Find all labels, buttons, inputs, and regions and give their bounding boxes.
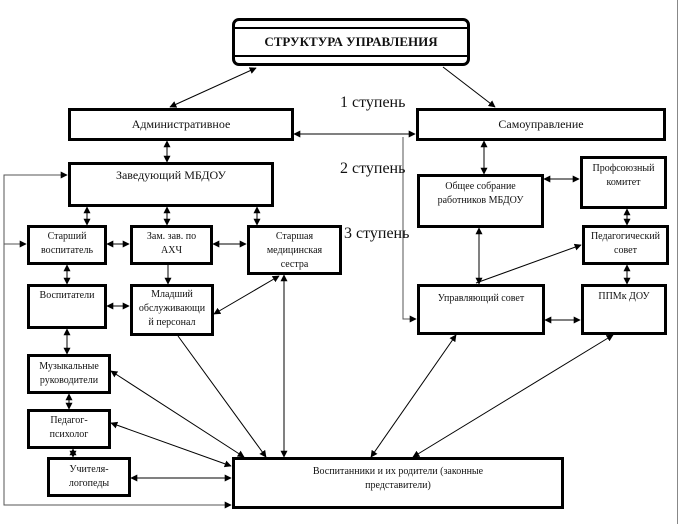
node-general-meeting: Общее собрание работников МБДОУ [417,174,544,228]
node-label: Заведующий МБДОУ [115,168,227,182]
edge-governing-pedcouncil [475,243,582,284]
stage-1-label: 1 ступень [340,94,406,111]
node-ppmk: ППМк ДОУ [581,284,667,335]
diagram-title: СТРУКТУРА УПРАВЛЕНИЯ [235,27,467,57]
node-label: обслуживающи [138,303,206,314]
node-label: совет [614,245,637,256]
node-senior-nurse: Старшая медицинская сестра [247,225,342,275]
node-label: Младший [151,289,193,300]
node-label: медицинская [266,245,323,256]
node-label: Зам. зав. по [146,231,197,242]
node-label: Музыкальные [39,361,99,372]
node-label: Учителя- [69,464,109,475]
node-label: Педагогический [590,231,661,242]
node-label: руководители [39,375,99,386]
node-music-directors: Музыкальные руководители [27,354,111,394]
stage-2-label: 2 ступень [340,160,406,177]
stage-3-label: 3 ступень [344,225,410,242]
node-head: Заведующий МБДОУ [68,162,274,207]
node-label: Воспитанники и их родители (законные [312,466,484,477]
node-label: АХЧ [161,245,182,256]
edge-junior-staff-nurse [213,275,280,315]
node-label: Профсоюзный [592,163,655,174]
diagram-title-box: СТРУКТУРА УПРАВЛЕНИЯ [232,18,470,66]
node-psychologist: Педагог- психолог [27,409,111,449]
node-label: й персонал [148,317,196,328]
node-label: работников МБДОУ [437,195,524,206]
edge-administrative-governing [402,137,417,323]
node-junior-staff: Младший обслуживающи й персонал [130,284,214,336]
edge-music-pupils [110,370,245,458]
node-educators: Воспитатели [27,284,107,329]
node-label: Общее собрание [445,181,516,192]
node-label: Педагог- [50,415,88,426]
node-label: воспитатель [40,245,94,256]
edge-junior-staff-pupils [177,335,267,458]
edge-ppmk-pupils [412,334,614,458]
edge-title-administrative [169,67,257,108]
node-label: ППМк ДОУ [598,291,650,302]
node-label: Старший [47,231,87,242]
node-label: психолог [49,429,89,440]
node-label: Самоуправление [498,117,584,131]
node-deputy-ahch: Зам. зав. по АХЧ [130,225,213,265]
page-frame-edge [677,0,678,524]
node-label: представители) [365,480,431,491]
node-label: Управляющий совет [437,293,525,304]
node-label: Воспитатели [39,290,95,301]
node-governing-council: Управляющий совет [417,284,545,335]
edge-psychologist-pupils [110,421,232,468]
node-trade-union: Профсоюзный комитет [580,156,667,209]
node-label: комитет [606,177,641,188]
node-self-government: Самоуправление [416,108,666,141]
node-pedagogical-council: Педагогический совет [582,225,669,265]
node-label: логопеды [68,478,110,489]
node-label: Старшая [275,231,314,242]
node-administrative: Административное [68,108,294,141]
edge-title-self-government [442,66,496,108]
node-label: Административное [131,117,231,131]
node-pupils-parents: Воспитанники и их родители (законные пре… [232,457,564,509]
node-label: сестра [280,259,309,270]
node-senior-educator: Старший воспитатель [27,225,107,265]
node-speech-therapists: Учителя- логопеды [47,457,131,497]
